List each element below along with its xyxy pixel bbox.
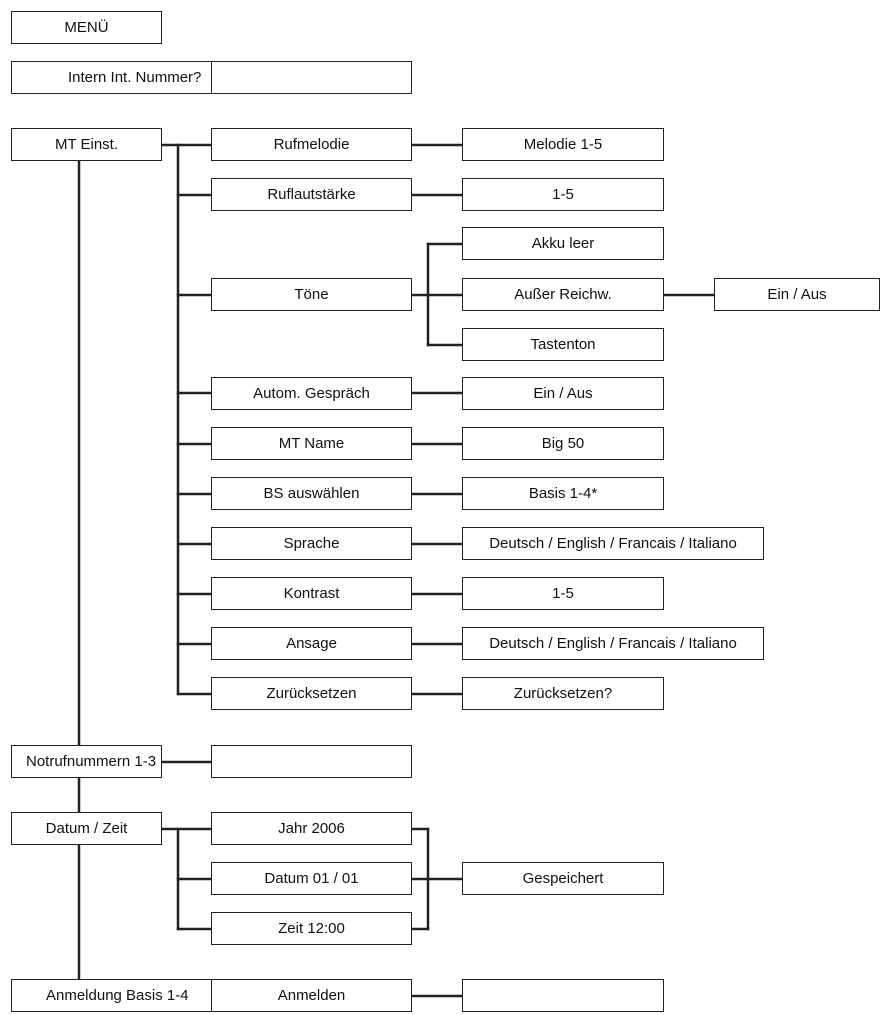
gespeichert-box: Gespeichert xyxy=(462,862,664,895)
autom-gespraech-option-box: Ein / Aus xyxy=(462,377,664,410)
autom-gespraech-box: Autom. Gespräch xyxy=(211,377,412,410)
rufmelodie-option-box: Melodie 1-5 xyxy=(462,128,664,161)
ruflautstaerke-box: Ruflautstärke xyxy=(211,178,412,211)
anmelden-value-box xyxy=(462,979,664,1012)
kontrast-box: Kontrast xyxy=(211,577,412,610)
anmelden-box: Anmelden xyxy=(211,979,412,1012)
ansage-box: Ansage xyxy=(211,627,412,660)
datum-box: Datum 01 / 01 xyxy=(211,862,412,895)
notruf-box xyxy=(11,745,162,778)
ruflautstaerke-option-box: 1-5 xyxy=(462,178,664,211)
jahr-box: Jahr 2006 xyxy=(211,812,412,845)
ausser-reichw-option-box: Ein / Aus xyxy=(714,278,880,311)
akku-leer-box: Akku leer xyxy=(462,227,664,260)
intern-value-box xyxy=(211,61,412,94)
tastenton-box: Tastenton xyxy=(462,328,664,361)
sprache-box: Sprache xyxy=(211,527,412,560)
kontrast-option-box: 1-5 xyxy=(462,577,664,610)
anmeldung-label: Anmeldung Basis 1-4 xyxy=(46,987,189,1004)
ausser-reichw-box: Außer Reichw. xyxy=(462,278,664,311)
ansage-option-box: Deutsch / English / Francais / Italiano xyxy=(462,627,764,660)
toene-box: Töne xyxy=(211,278,412,311)
mt-einst-box: MT Einst. xyxy=(11,128,162,161)
intern-box xyxy=(11,61,212,94)
notruf-label: Notrufnummern 1-3 xyxy=(26,753,157,770)
bs-auswaehlen-option-box: Basis 1-4* xyxy=(462,477,664,510)
anmeldung-box xyxy=(11,979,212,1012)
bs-auswaehlen-box: BS auswählen xyxy=(211,477,412,510)
zuruecksetzen-box: Zurücksetzen xyxy=(211,677,412,710)
mt-name-option-box: Big 50 xyxy=(462,427,664,460)
datum-zeit-box: Datum / Zeit xyxy=(11,812,162,845)
rufmelodie-box: Rufmelodie xyxy=(211,128,412,161)
mt-name-box: MT Name xyxy=(211,427,412,460)
notruf-value-box xyxy=(211,745,412,778)
zuruecksetzen-option-box: Zurücksetzen? xyxy=(462,677,664,710)
intern-label: Intern Int. Nummer? xyxy=(68,69,202,86)
sprache-option-box: Deutsch / English / Francais / Italiano xyxy=(462,527,764,560)
zeit-box: Zeit 12:00 xyxy=(211,912,412,945)
menu-title-box: MENÜ xyxy=(11,11,162,44)
